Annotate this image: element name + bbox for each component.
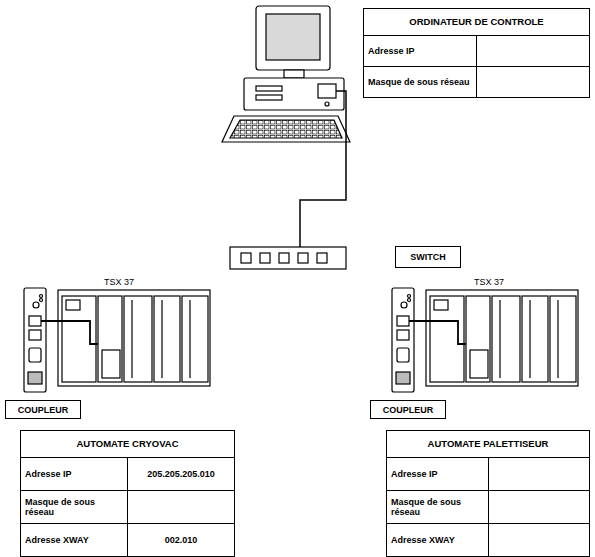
table-cell: Masque de sous réseau (364, 67, 477, 98)
table-cell (488, 458, 590, 491)
table-cell: ORDINATEUR DE CONTROLE (364, 9, 590, 36)
cell-text: Masque de sous réseau (25, 497, 95, 517)
cell-text: Masque de sous réseau (368, 77, 470, 87)
table-cell: Adresse IP (364, 36, 477, 67)
label-box: COUPLEUR (370, 400, 446, 419)
table-cell (128, 491, 235, 524)
plc-icon (24, 288, 210, 392)
table-cell: Adresse XWAY (21, 524, 128, 557)
computer-icon (222, 6, 350, 142)
cell-text: 205.205.205.010 (147, 469, 215, 479)
device-label: TSX 37 (474, 277, 504, 287)
address-table: AUTOMATE PALETTISEUR Adresse IP Masque de … (386, 430, 590, 557)
box-label: COUPLEUR (383, 405, 434, 415)
table-cell: Adresse IP (21, 458, 128, 491)
table-cell: Masque de sous réseau (387, 491, 489, 524)
network-cable (300, 91, 346, 248)
table-cell: Masque de sous réseau (21, 491, 128, 524)
cell-text: AUTOMATE CRYOVAC (76, 438, 178, 449)
address-table: ORDINATEUR DE CONTROLE Adresse IP Masque d… (363, 8, 590, 98)
cell-text: Adresse XWAY (25, 535, 89, 545)
table-cell: 002.010 (128, 524, 235, 557)
box-label: COUPLEUR (18, 405, 69, 415)
box-label: SWITCH (410, 252, 446, 262)
label-box: SWITCH (395, 246, 461, 268)
cell-text: ORDINATEUR DE CONTROLE (409, 16, 543, 27)
table-cell: Adresse IP (387, 458, 489, 491)
table-cell: AUTOMATE PALETTISEUR (387, 431, 590, 458)
table-cell (477, 36, 590, 67)
label-box: COUPLEUR (5, 400, 81, 419)
device-label: TSX 37 (104, 277, 134, 287)
table-cell (477, 67, 590, 98)
table-cell (488, 524, 590, 557)
cell-text: Adresse IP (391, 469, 438, 479)
table-cell: AUTOMATE CRYOVAC (21, 431, 235, 458)
cell-text: 002.010 (165, 535, 198, 545)
cell-text: AUTOMATE PALETTISEUR (428, 438, 549, 449)
cell-text: Adresse IP (25, 469, 72, 479)
address-table: AUTOMATE CRYOVAC Adresse IP 205.205.205.01… (20, 430, 235, 557)
table-cell: 205.205.205.010 (128, 458, 235, 491)
cell-text: Masque de sous réseau (391, 497, 461, 517)
table-cell (488, 491, 590, 524)
cell-text: Adresse XWAY (391, 535, 455, 545)
cell-text: Adresse IP (368, 46, 415, 56)
table-cell: Adresse XWAY (387, 524, 489, 557)
switch-icon (230, 247, 346, 269)
